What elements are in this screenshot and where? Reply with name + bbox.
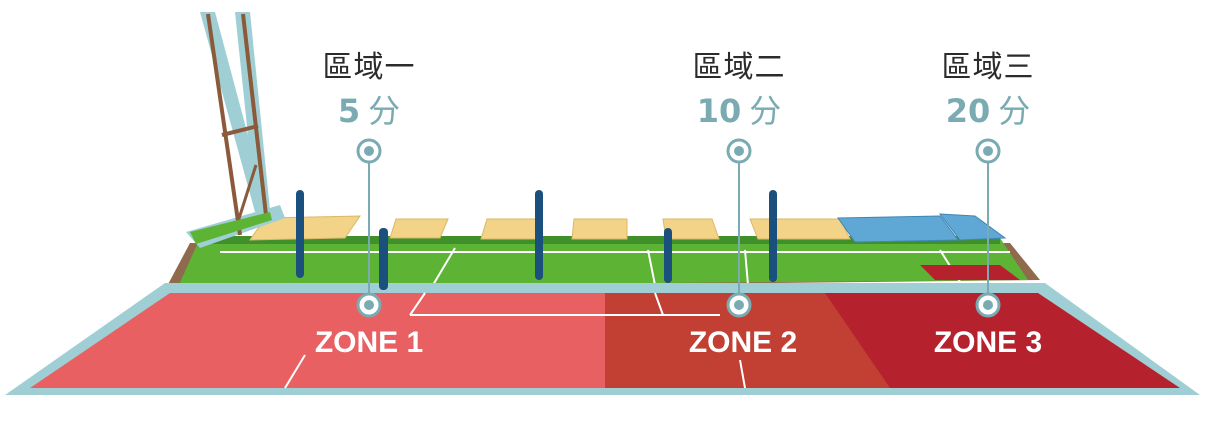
pad-post [296, 190, 304, 278]
zone-1-label: ZONE 1 [314, 326, 424, 359]
zone-1-points-unit: 分 [368, 92, 401, 130]
pad-post [535, 190, 543, 280]
pad-post [664, 228, 672, 283]
zone-1-area [30, 293, 610, 388]
zone-2-label: ZONE 2 [688, 326, 798, 359]
zone-3-title: 區域三 [941, 50, 1035, 85]
callout-zone-1 [356, 138, 382, 318]
zone-3-label: ZONE 3 [933, 326, 1043, 359]
zone-2-area [605, 293, 895, 388]
far-red-patch [920, 265, 1020, 280]
zone-2-points-value: 10 [696, 92, 742, 130]
zone-3-points-value: 20 [945, 92, 991, 130]
pads [296, 190, 777, 290]
zone-3-points-unit: 分 [998, 92, 1031, 130]
far-field [178, 238, 1028, 287]
callout-zone-3 [975, 138, 1001, 318]
blue-mats [837, 213, 1007, 243]
zone-2-points-unit: 分 [749, 92, 782, 130]
pad-post [769, 190, 777, 282]
zone-1-points-value: 5 [337, 92, 361, 130]
zone-1-title: 區域一 [322, 50, 416, 85]
goal-posts [186, 12, 285, 248]
zone-2-title: 區域二 [692, 50, 786, 85]
callout-zone-2 [726, 138, 752, 318]
pad-post [379, 228, 388, 290]
near-field-lines [284, 292, 746, 389]
zone-3-area [825, 293, 1180, 388]
